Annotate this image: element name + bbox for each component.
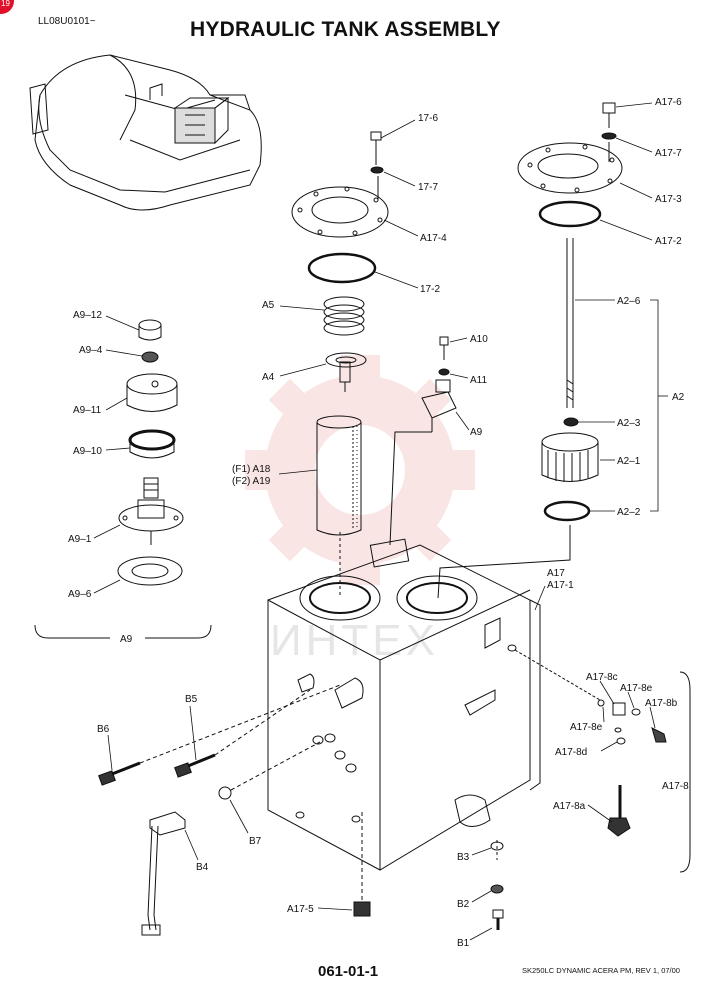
callout-a2-3: A2–3: [617, 418, 641, 429]
oring-a17-8e: [597, 699, 605, 707]
document-code: LL08U0101~: [38, 16, 96, 27]
callout-f1-a18: (F1) A18: [232, 464, 271, 475]
callout-a9-6: A9–6: [68, 589, 92, 600]
callout-b2: B2: [457, 899, 470, 910]
hydraulic-tank-body: [267, 544, 601, 871]
callout-a5: A5: [262, 300, 275, 311]
callout-a17-8b: A17-8b: [645, 698, 678, 709]
callout-a17-5: A17-5: [287, 904, 314, 915]
leader-lines: [93, 102, 668, 941]
washer-a17-8d-2: [616, 737, 626, 745]
bolt-b6: [98, 684, 341, 786]
callout-a17-8e-left: A17-8e: [570, 722, 603, 733]
callout-a9: A9: [470, 427, 483, 438]
callout-a17-3: A17-3: [655, 194, 682, 205]
callout-b4: B4: [196, 862, 209, 873]
filter-element-a18: [316, 415, 362, 536]
callout-17-7: 17-7: [418, 182, 438, 193]
cover-plate-17-4: [291, 186, 389, 238]
element-a9-10: [128, 429, 176, 459]
page-title: HYDRAULIC TANK ASSEMBLY: [190, 18, 501, 41]
washer-b7: [218, 786, 232, 800]
body-a9-1: [118, 477, 184, 545]
oring-a17-8e-right: [631, 708, 641, 716]
model-revision-note: SK250LC DYNAMIC ACERA PM, REV 1, 07/00: [522, 966, 680, 975]
housing-a9-11: [126, 373, 178, 412]
callout-a9-12: A9–12: [73, 310, 102, 321]
callout-b7: B7: [249, 836, 262, 847]
bolt-a17-6: [601, 102, 617, 162]
rod-a2-6: [566, 238, 574, 408]
callout-f2-a19: (F2) A19: [232, 476, 271, 487]
callout-a2-1: A2–1: [617, 456, 641, 467]
spring-a5: [323, 296, 365, 336]
breather-a9: [389, 336, 457, 546]
group-bracket-a9: [34, 624, 212, 639]
leader-b7: [230, 741, 321, 791]
drain-plug-a17-5: [353, 812, 371, 917]
callout-17-6: 17-6: [418, 113, 438, 124]
callout-labels: 17-6 17-7 A17-4 17-2 A5 A4 A10 A11 A9 (F…: [68, 97, 689, 949]
callout-a17-8d: A17-8d: [555, 747, 587, 758]
cap-a9-12: [138, 319, 162, 341]
cover-plate-a17-3: [517, 142, 623, 194]
corner-badge-text: 19: [1, 0, 10, 8]
nut-b2: [490, 884, 504, 894]
callout-a4: A4: [262, 372, 275, 383]
callout-17-2: 17-2: [420, 284, 440, 295]
strainer-a2-1: [541, 432, 599, 482]
callout-a2-6: A2–6: [617, 296, 641, 307]
callout-a9-1: A9–1: [68, 534, 92, 545]
fitting-a17-8c: [612, 702, 626, 716]
callout-a9-4: A9–4: [79, 345, 103, 356]
valve-a17-8a: [607, 785, 631, 837]
callout-a17-7: A17-7: [655, 148, 682, 159]
callout-a2-2: A2–2: [617, 507, 641, 518]
callout-a9-11: A9–11: [73, 405, 102, 416]
nut-a2-3: [563, 417, 579, 427]
gasket-a9-6: [117, 556, 183, 586]
group-bracket-a17-8: [679, 671, 691, 873]
callout-a17-1: A17-1: [547, 580, 574, 591]
o-ring-a2-2: [543, 500, 591, 522]
o-ring-a17-2: [538, 200, 602, 228]
callout-a2: A2: [672, 392, 685, 403]
watermark-text: ИНТЕХ: [270, 616, 439, 665]
page-number: 061-01-1: [318, 963, 379, 980]
callout-a17-6: A17-6: [655, 97, 682, 108]
valve-a4: [325, 352, 367, 392]
callout-a9-group: A9: [120, 634, 133, 645]
watermark-gear-icon: [245, 355, 475, 585]
callout-a17-4: A17-4: [420, 233, 447, 244]
callout-b1: B1: [457, 938, 470, 949]
pipe-b4: [141, 811, 186, 936]
callout-a10: A10: [470, 334, 488, 345]
callout-b3: B3: [457, 852, 470, 863]
callout-a17-8: A17-8: [662, 781, 689, 792]
callout-b5: B5: [185, 694, 198, 705]
o-ring-17-2: [307, 252, 377, 284]
callout-a17: A17: [547, 568, 565, 579]
bolt-b1: [492, 909, 504, 930]
callout-b6: B6: [97, 724, 110, 735]
callout-a17-8e-top: A17-8e: [620, 683, 653, 694]
callout-a17-2: A17-2: [655, 236, 682, 247]
callout-a17-8a: A17-8a: [553, 801, 586, 812]
nut-a9-4: [141, 351, 159, 363]
bolt-17-6: [370, 131, 384, 200]
washer-a17-8d-1: [614, 727, 622, 733]
plug-a17-8b: [651, 727, 667, 743]
callout-a11: A11: [470, 375, 487, 386]
machine-overview-sketch: [29, 54, 262, 211]
bolt-b5: [174, 689, 311, 778]
callout-a17-8c: A17-8c: [586, 672, 618, 683]
callout-a9-10: A9–10: [73, 446, 102, 457]
